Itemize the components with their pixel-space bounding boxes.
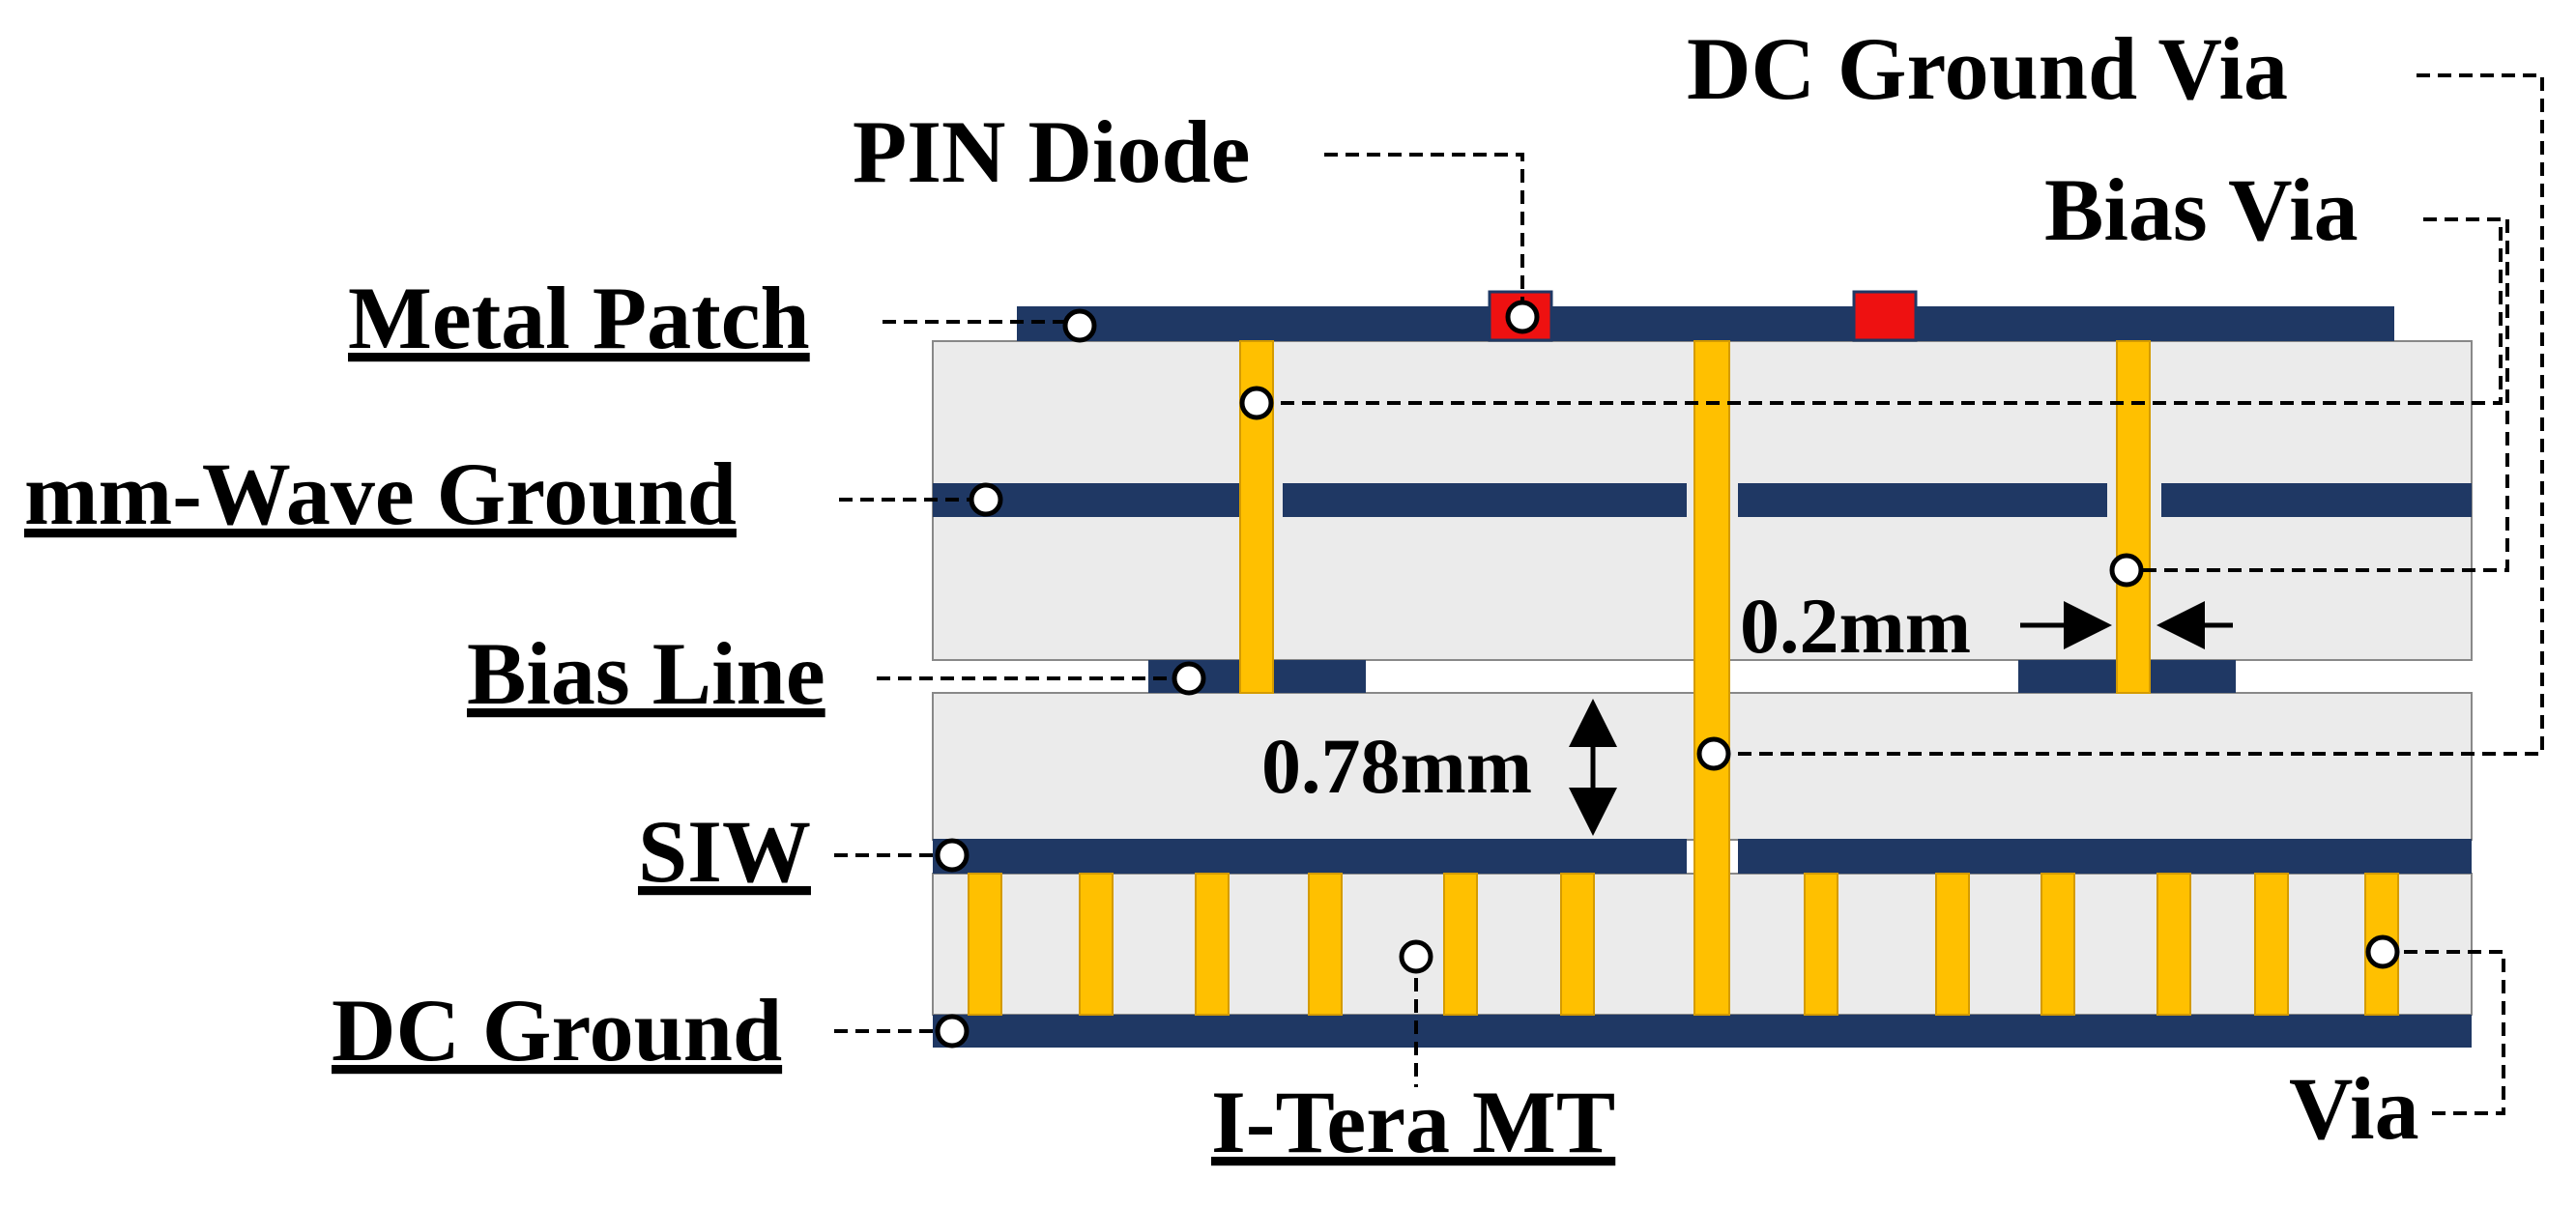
label-dc-ground: DC Ground <box>332 981 782 1079</box>
label-siw: SIW <box>638 802 811 901</box>
label-bias-line: Bias Line <box>467 624 825 723</box>
label-via: Via <box>2289 1059 2419 1158</box>
label-i-tera-mt: I-Tera MT <box>1211 1073 1615 1171</box>
dc-ground-layer <box>933 1015 2472 1048</box>
label-pin-diode: PIN Diode <box>853 102 1250 201</box>
dimension-via-width: 0.2mm <box>1740 582 1971 670</box>
label-bias-via: Bias Via <box>2044 160 2359 259</box>
bias-via-right <box>2116 340 2151 694</box>
dc-ground-via <box>1693 340 1730 1016</box>
leader-lines <box>834 73 2544 1115</box>
label-metal-patch: Metal Patch <box>348 269 810 367</box>
metal-patch-layer <box>1017 306 2394 341</box>
label-mm-wave-ground: mm-Wave Ground <box>24 445 737 543</box>
marker-circles <box>935 300 2400 1049</box>
dimension-substrate-thickness: 0.78mm <box>1261 722 1532 810</box>
pin-diode-right <box>1852 290 1918 342</box>
siw-layer <box>933 839 2472 874</box>
label-dc-ground-via: DC Ground Via <box>1687 19 2288 118</box>
